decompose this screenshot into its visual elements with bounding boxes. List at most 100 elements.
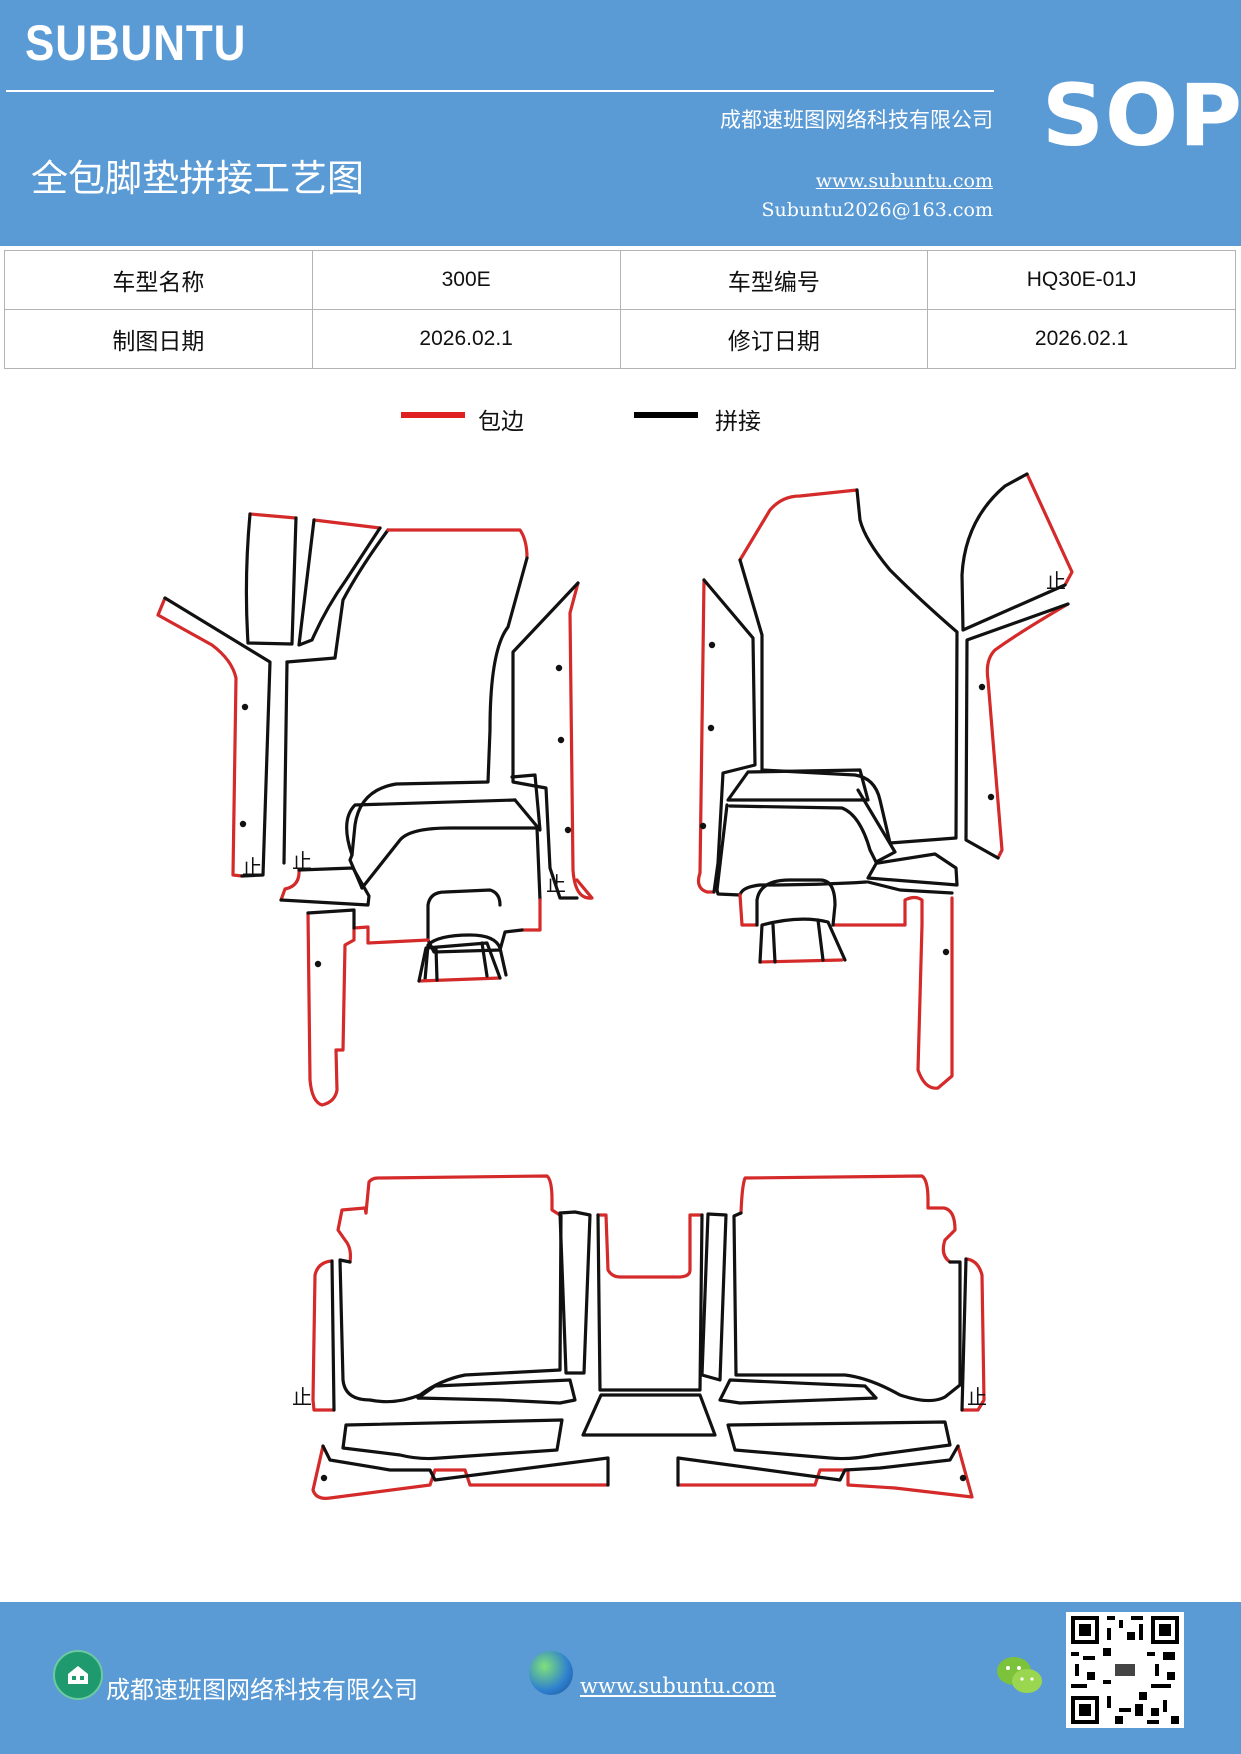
info-table: 车型名称 300E 车型编号 HQ30E-01J 制图日期 2026.02.1 … (4, 250, 1236, 369)
mark-dot (699, 822, 707, 830)
edge-line (985, 602, 1070, 860)
seam-line (423, 933, 508, 982)
seam-line (964, 602, 1070, 860)
seam-line (755, 878, 837, 927)
edge-line (156, 596, 244, 878)
stop-mark: 止 (292, 1385, 312, 1409)
page-footer: 成都速班图网络科技有限公司 www.subuntu.com (0, 1602, 1241, 1754)
seam-line (321, 1444, 610, 1487)
seam-line (771, 923, 777, 964)
seam-line (558, 1210, 592, 1375)
mark-dot (987, 793, 995, 801)
table-row: 制图日期 2026.02.1 修订日期 2026.02.1 (4, 309, 1236, 369)
seam-line (718, 1378, 878, 1405)
seam-line (434, 946, 439, 982)
header-divider (6, 90, 994, 92)
edge-line (676, 1444, 974, 1499)
edge-line (279, 868, 301, 902)
edge-line (311, 1259, 336, 1412)
edge-line (960, 1257, 986, 1412)
seam-line (866, 852, 959, 887)
sop-badge: SOP (1042, 66, 1241, 166)
seam-line (163, 596, 272, 878)
seam-line (581, 1393, 717, 1437)
mark-dot (564, 826, 572, 834)
seam-line (596, 1213, 704, 1392)
mark-dot (241, 703, 249, 711)
mark-dot (557, 736, 565, 744)
footer-website-link[interactable]: www.subuntu.com (580, 1674, 776, 1698)
mark-dot (942, 948, 950, 956)
seam-line (732, 1211, 962, 1403)
edge-line (739, 1174, 957, 1264)
building-icon (53, 1650, 103, 1700)
edge-line (758, 958, 844, 964)
wechat-icon[interactable] (995, 1654, 1045, 1698)
legend-label-seam: 拼接 (715, 409, 761, 435)
edge-line (311, 1444, 610, 1500)
seam-line (285, 528, 390, 664)
seam-line (330, 1259, 336, 1412)
stop-mark: 止 (292, 849, 312, 873)
seam-line (416, 1378, 577, 1405)
page-title: 全包脚垫拼接工艺图 (31, 157, 364, 200)
seam-line (426, 888, 524, 954)
seam-line (726, 1420, 952, 1461)
seam-line (480, 941, 489, 978)
website-link[interactable]: www.subuntu.com (815, 170, 993, 192)
table-cell: 300E (311, 250, 621, 310)
seam-line (738, 488, 959, 845)
footer-company: 成都速班图网络科技有限公司 (106, 1676, 418, 1704)
seam-line (350, 556, 529, 857)
seam-line (726, 768, 870, 802)
mark-dot (708, 641, 716, 649)
mark-dot (239, 820, 247, 828)
mark-dot (555, 664, 563, 672)
seam-line (510, 773, 542, 832)
globe-icon (529, 1651, 573, 1695)
front-left-mat: 止 止 止 (156, 512, 594, 1107)
table-cell: 2026.02.1 (927, 309, 1236, 369)
seam-line (758, 917, 847, 964)
qr-code (1066, 1612, 1184, 1728)
mark-dot (320, 1474, 328, 1482)
mark-dot (959, 1474, 967, 1482)
edge-line (568, 581, 594, 900)
edge-line (336, 1206, 368, 1264)
seam-line (279, 866, 371, 907)
seam-line (345, 798, 517, 890)
seam-line (960, 472, 1067, 632)
seam-line (244, 512, 298, 646)
edge-line (696, 578, 716, 894)
edge-line (1025, 472, 1074, 587)
edge-line (386, 528, 529, 560)
table-cell: 车型编号 (619, 250, 929, 310)
seam-line (676, 1444, 960, 1487)
table-cell: 2026.02.1 (311, 309, 621, 369)
edge-line (738, 893, 759, 927)
mark-dot (707, 724, 715, 732)
table-row: 车型名称 300E 车型编号 HQ30E-01J (4, 250, 1236, 310)
seam-line (511, 581, 580, 900)
seam-line (700, 1212, 728, 1382)
seam-line (341, 1418, 564, 1461)
edge-line (312, 518, 382, 530)
edge-line (596, 1213, 704, 1279)
company-name: 成都速班图网络科技有限公司 (720, 108, 993, 132)
floor-mat-diagram: 止 止 止 止 (156, 472, 1074, 1500)
seam-line (338, 1214, 563, 1404)
legend-label-edge: 包边 (478, 409, 524, 435)
email-text: Subuntu2026@163.com (761, 199, 993, 221)
seam-line (866, 880, 954, 895)
edge-line (364, 1174, 563, 1218)
page-header: SUBUNTU 成都速班图网络科技有限公司 全包脚垫拼接工艺图 www.subu… (0, 0, 1241, 246)
seam-line (297, 518, 382, 647)
seam-line (728, 788, 897, 864)
seam-line (702, 578, 757, 894)
legend-swatch-edge (401, 412, 465, 418)
seam-line (816, 918, 825, 962)
mark-dot (314, 960, 322, 968)
table-cell: 修订日期 (619, 309, 929, 369)
seam-line (417, 941, 502, 983)
edge-line (248, 512, 298, 520)
